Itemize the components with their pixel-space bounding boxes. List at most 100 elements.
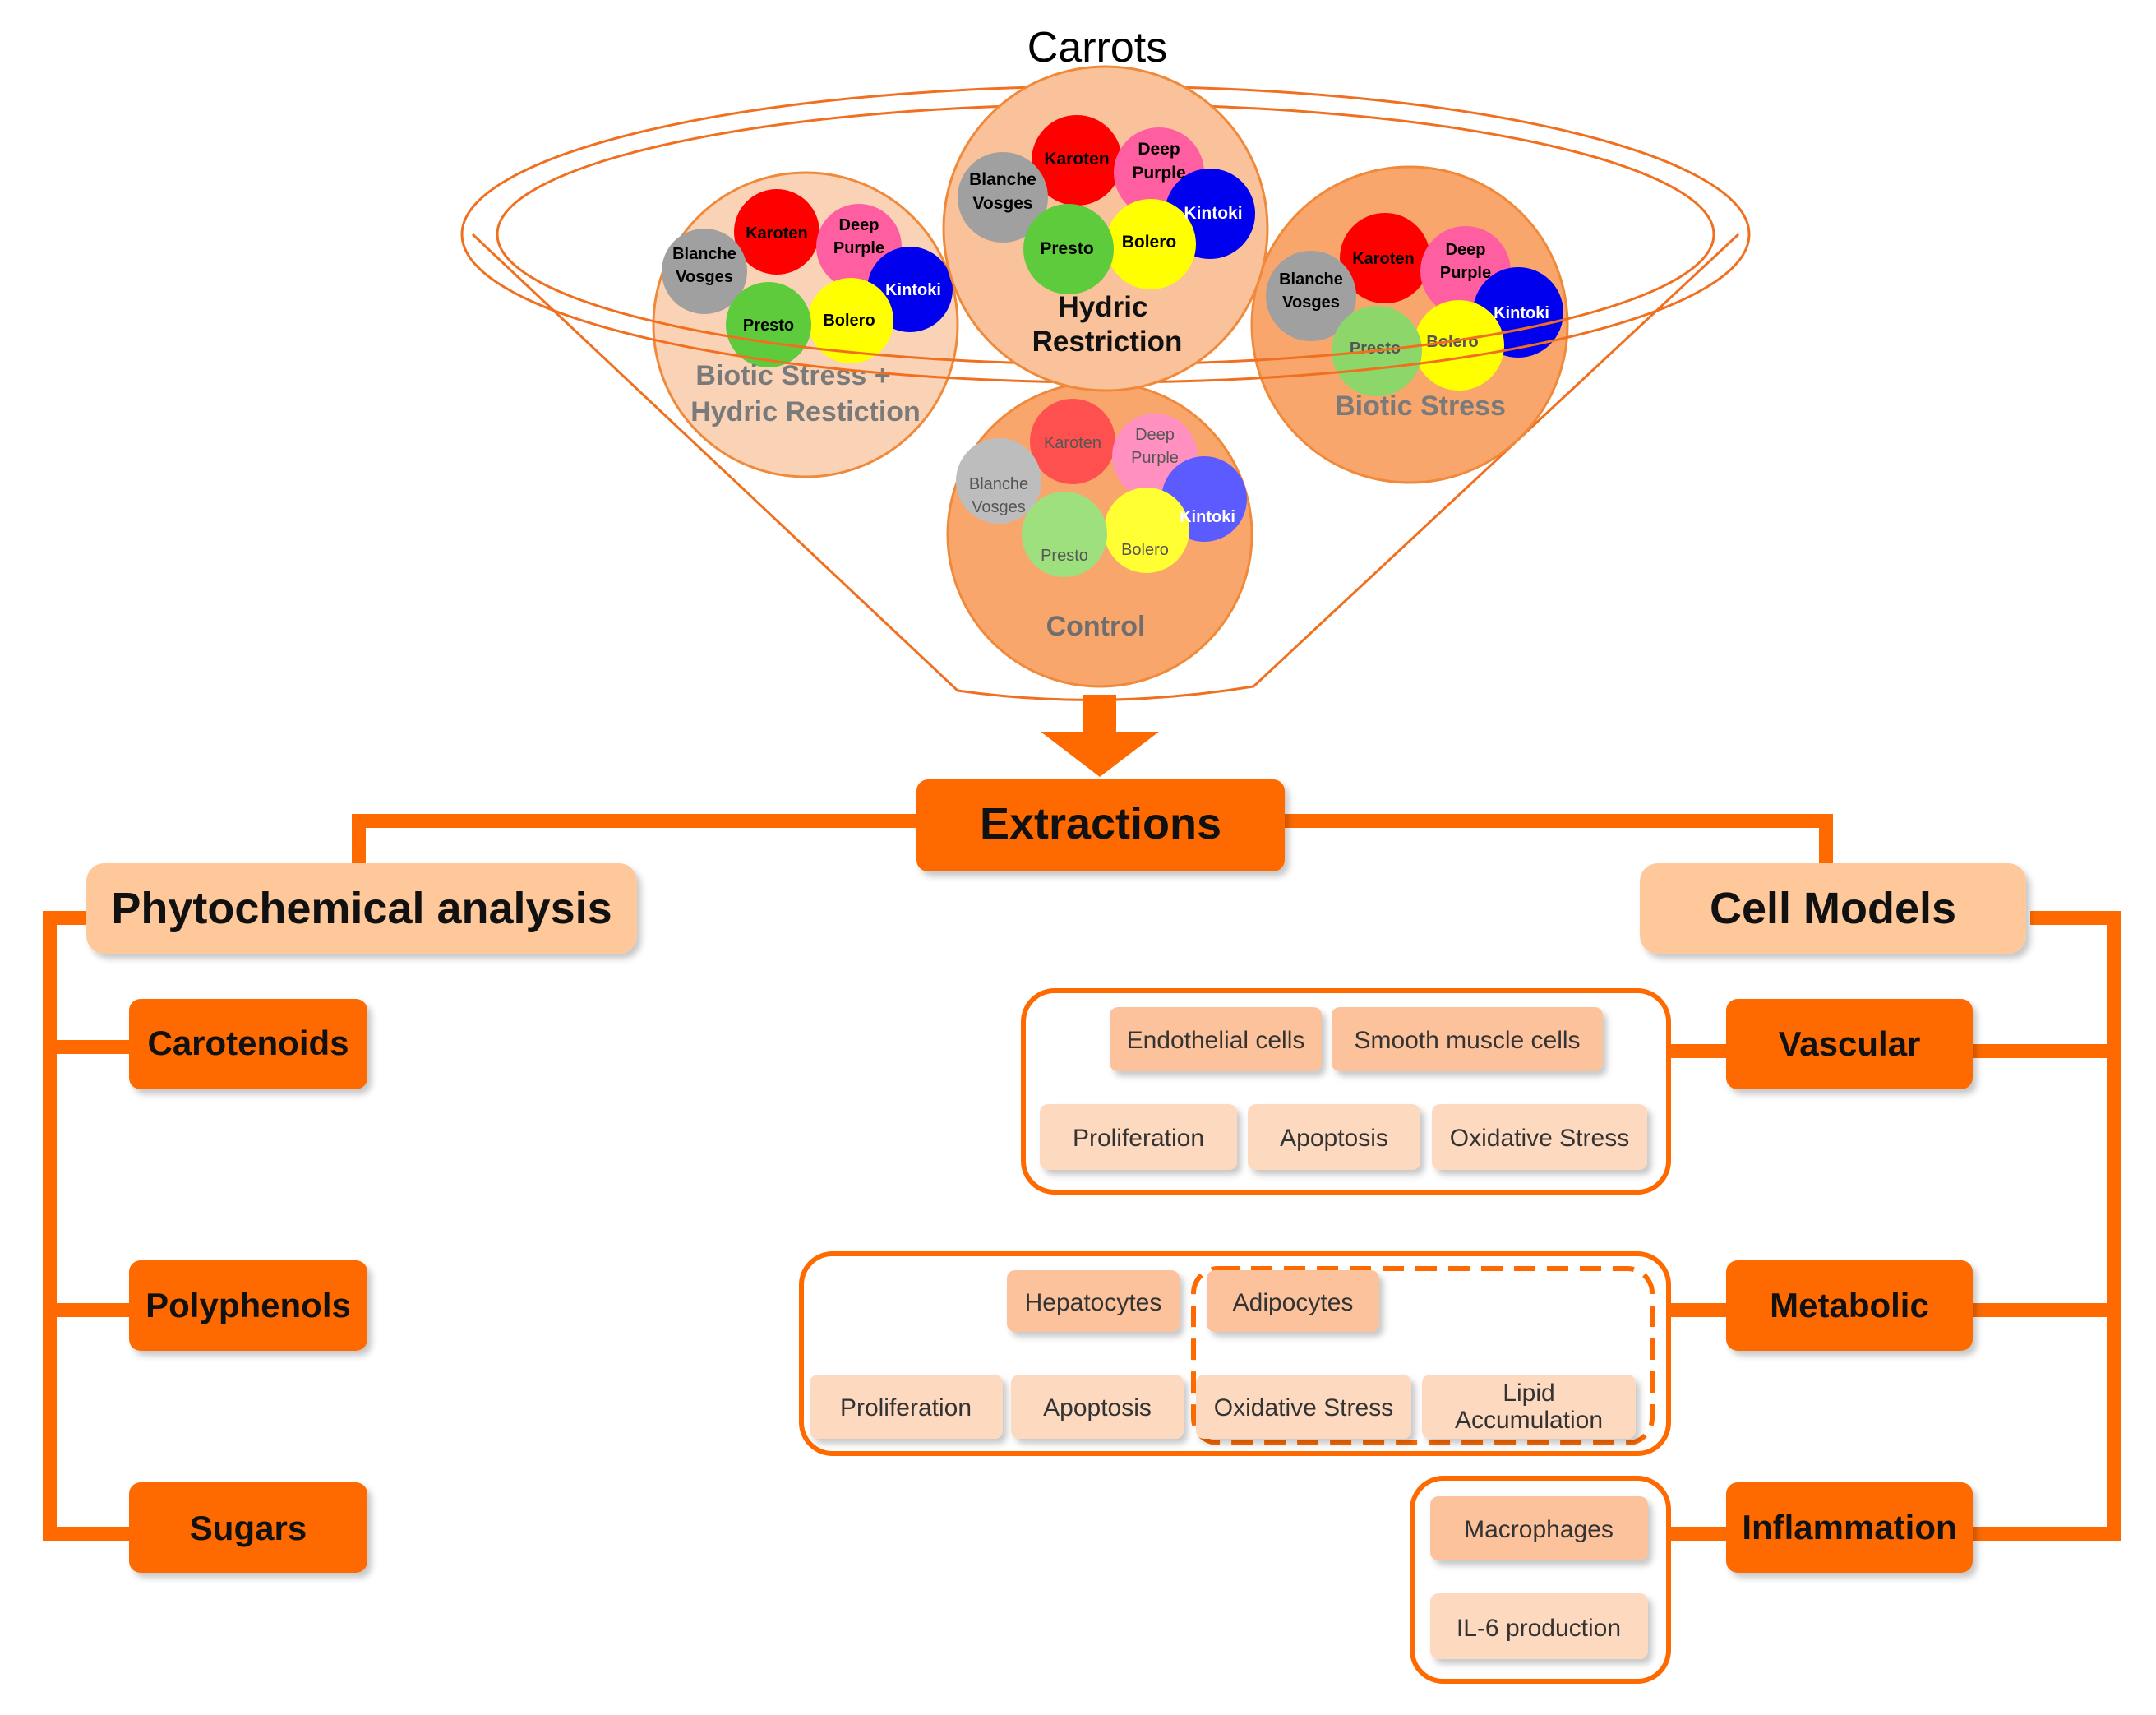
vascular-label: Vascular bbox=[1779, 1024, 1921, 1063]
blanche-vosges-circle bbox=[662, 229, 747, 314]
extractions-label: Extractions bbox=[980, 799, 1221, 848]
blanche-vosges-label: Blanche bbox=[672, 245, 736, 263]
presto-circle bbox=[1023, 204, 1114, 294]
karoten-circle bbox=[1032, 115, 1122, 206]
deep-purple-label: Deep bbox=[1446, 241, 1486, 259]
phytochemical-node: Phytochemical analysis bbox=[86, 863, 637, 954]
phyto-item-sugars: Sugars bbox=[129, 1482, 367, 1573]
bolero-circle bbox=[1106, 199, 1196, 289]
bolero-circle bbox=[808, 278, 893, 363]
deep-purple-label: Deep bbox=[1138, 140, 1180, 159]
sugars-label: Sugars bbox=[190, 1509, 307, 1547]
diagram-title: Carrots bbox=[1027, 24, 1167, 72]
smooth-muscle-cells-label: Smooth muscle cells bbox=[1354, 1027, 1580, 1054]
bolero-circle bbox=[1414, 300, 1504, 391]
inflammation-panel: Macrophages IL-6 production bbox=[1410, 1476, 1671, 1684]
macrophages-chip bbox=[1430, 1496, 1648, 1560]
karoten-circle bbox=[1030, 399, 1115, 484]
karoten-label: Karoten bbox=[1044, 434, 1101, 452]
macrophages-label: Macrophages bbox=[1464, 1516, 1614, 1543]
kintoki-label: Kintoki bbox=[1184, 204, 1242, 223]
metabolic-panel: Hepatocytes Adipocytes Proliferation Apo… bbox=[799, 1251, 1671, 1456]
presto-circle bbox=[1022, 492, 1107, 577]
polyphenols-label: Polyphenols bbox=[145, 1286, 351, 1324]
blanche-vosges-label: Vosges bbox=[972, 194, 1032, 213]
vascular-node: Vascular bbox=[1726, 999, 1973, 1089]
adipocytes-label: Adipocytes bbox=[1233, 1289, 1354, 1316]
bolero-circle bbox=[1104, 488, 1189, 573]
karoten-label: Karoten bbox=[1352, 250, 1415, 268]
kintoki-label: Kintoki bbox=[1494, 304, 1549, 322]
blanche-vosges-label: Vosges bbox=[676, 268, 733, 286]
group-biotic: Karoten Deep Purple Blanche Vosges Kinto… bbox=[1250, 165, 1569, 484]
blanche-vosges-circle bbox=[1266, 251, 1356, 341]
blanche-vosges-label: Blanche bbox=[969, 170, 1036, 189]
deep-purple-label: Purple bbox=[1132, 164, 1185, 183]
blanche-vosges-label: Blanche bbox=[969, 475, 1028, 493]
karoten-label: Karoten bbox=[746, 224, 808, 243]
il6-production-chip bbox=[1430, 1593, 1648, 1659]
endothelial-cells-chip bbox=[1110, 1007, 1322, 1071]
oxidative-stress-label: Oxidative Stress bbox=[1214, 1394, 1393, 1421]
bolero-label: Bolero bbox=[823, 312, 875, 330]
lipid-accumulation-label: Accumulation bbox=[1455, 1407, 1603, 1434]
metabolic-label: Metabolic bbox=[1770, 1286, 1929, 1324]
presto-label: Presto bbox=[1040, 239, 1093, 258]
hepatocytes-label: Hepatocytes bbox=[1025, 1289, 1162, 1316]
blanche-vosges-label: Vosges bbox=[1282, 294, 1340, 312]
cell-models-title: Cell Models bbox=[1710, 884, 1956, 933]
blanche-vosges-label: Vosges bbox=[972, 498, 1026, 516]
down-arrow-icon bbox=[1041, 695, 1159, 777]
blanche-vosges-label: Blanche bbox=[1279, 270, 1343, 289]
karoten-label: Karoten bbox=[1044, 150, 1109, 169]
group-control: Karoten Deep Purple Blanche Vosges Kinto… bbox=[946, 381, 1253, 688]
phytochemical-title: Phytochemical analysis bbox=[111, 884, 612, 933]
proliferation-chip bbox=[810, 1375, 1003, 1439]
blanche-vosges-circle bbox=[956, 438, 1041, 524]
inflammation-label: Inflammation bbox=[1742, 1508, 1956, 1546]
karoten-circle bbox=[1340, 213, 1430, 303]
group-label-hydric: Restriction bbox=[1032, 326, 1183, 358]
il6-production-label: IL-6 production bbox=[1457, 1615, 1621, 1642]
apoptosis-chip bbox=[1011, 1375, 1184, 1439]
oxidative-stress-chip bbox=[1196, 1375, 1411, 1439]
cell-models-node: Cell Models bbox=[1640, 863, 2026, 954]
phyto-item-polyphenols: Polyphenols bbox=[129, 1260, 367, 1351]
lipid-accumulation-label: Lipid bbox=[1503, 1380, 1554, 1407]
phyto-item-carotenoids: Carotenoids bbox=[129, 999, 367, 1089]
apoptosis-label: Apoptosis bbox=[1043, 1394, 1152, 1421]
deep-purple-label: Deep bbox=[839, 216, 879, 234]
inflammation-node: Inflammation bbox=[1726, 1482, 1973, 1573]
presto-label: Presto bbox=[1041, 547, 1088, 565]
proliferation-label: Proliferation bbox=[1073, 1125, 1204, 1152]
apoptosis-label: Apoptosis bbox=[1280, 1125, 1388, 1152]
deep-purple-label: Purple bbox=[833, 239, 884, 257]
vascular-panel: Endothelial cells Smooth muscle cells Pr… bbox=[1021, 988, 1671, 1195]
group-label-biotic: Biotic Stress bbox=[1335, 391, 1506, 422]
bolero-label: Bolero bbox=[1122, 233, 1177, 252]
kintoki-label: Kintoki bbox=[885, 281, 941, 299]
proliferation-label: Proliferation bbox=[840, 1394, 972, 1421]
proliferation-chip bbox=[1040, 1104, 1237, 1170]
deep-purple-label: Deep bbox=[1135, 426, 1175, 444]
smooth-muscle-cells-chip bbox=[1332, 1007, 1603, 1071]
kintoki-label: Kintoki bbox=[1180, 508, 1235, 526]
oxidative-stress-label: Oxidative Stress bbox=[1450, 1125, 1629, 1152]
apoptosis-chip bbox=[1248, 1104, 1420, 1170]
karoten-circle bbox=[734, 189, 819, 275]
group-hydric: Karoten Deep Purple Blanche Vosges Kinto… bbox=[942, 65, 1269, 392]
deep-purple-label: Purple bbox=[1440, 264, 1491, 282]
blanche-vosges-circle bbox=[958, 152, 1048, 243]
presto-label: Presto bbox=[743, 317, 794, 335]
adipocyte-dashed-frame bbox=[1191, 1266, 1655, 1445]
endothelial-cells-label: Endothelial cells bbox=[1127, 1027, 1305, 1054]
metabolic-node: Metabolic bbox=[1726, 1260, 1973, 1351]
lipid-accumulation-chip bbox=[1422, 1375, 1636, 1439]
group-label-hydric: Hydric bbox=[1059, 291, 1148, 323]
group-label-biotic-hydric: Biotic Stress + bbox=[695, 360, 890, 391]
group-label-biotic-hydric: Hydric Restiction bbox=[690, 396, 921, 428]
group-label-control: Control bbox=[1046, 611, 1146, 642]
carotenoids-label: Carotenoids bbox=[147, 1024, 349, 1062]
extractions-node: Extractions bbox=[916, 779, 1285, 871]
